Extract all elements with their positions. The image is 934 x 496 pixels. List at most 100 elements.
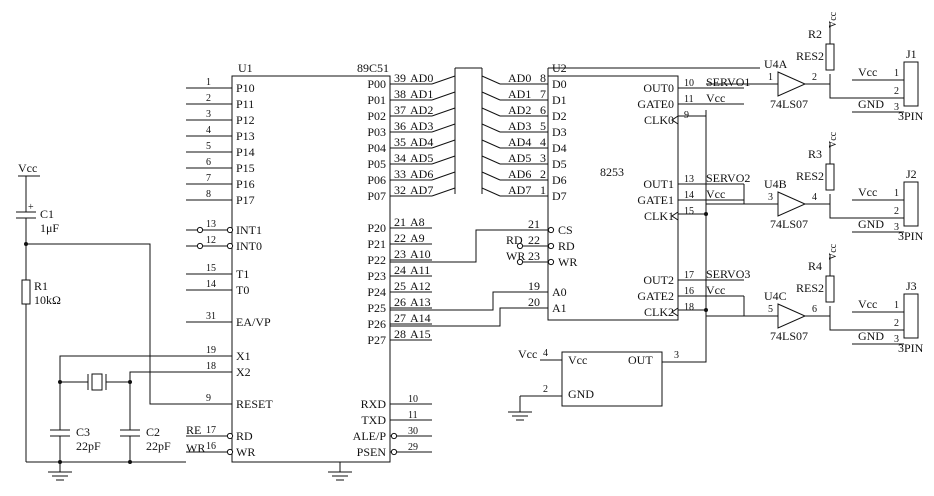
u1-pin-number: 39 <box>394 71 406 85</box>
u1-pin-number: 34 <box>394 151 406 165</box>
buffer-part: 74LS07 <box>770 329 808 343</box>
buffer-in-pin: 3 <box>768 192 773 203</box>
buffer-ref: U4C <box>764 289 787 303</box>
u1-pin-name: P12 <box>236 113 255 127</box>
u1-pin-name: P21 <box>367 237 386 251</box>
u2-pin-name: WR <box>558 255 577 269</box>
connector-pin-1: 1 <box>894 300 899 311</box>
connector <box>903 293 919 339</box>
u1-pin-number: 12 <box>206 235 216 246</box>
u2-pin-number: 19 <box>528 279 540 293</box>
u1-pin-name: P25 <box>367 301 386 315</box>
u1-pin-name: P14 <box>236 145 255 159</box>
u2-pin-number: 17 <box>684 270 694 281</box>
u1-pin-name: P15 <box>236 161 255 175</box>
u1-pin-number: 13 <box>206 219 216 230</box>
connector <box>903 181 919 227</box>
u2-pin-net: AD3 <box>508 119 531 133</box>
u1-pin-name: T0 <box>236 283 249 297</box>
u1-pin-number: 22 <box>394 231 406 245</box>
u2-pin-number: 7 <box>540 87 546 101</box>
u2-pin-name: GATE1 <box>637 193 674 207</box>
u2-pin-number: 6 <box>540 103 546 117</box>
resistor-ref: R3 <box>808 147 822 161</box>
u1-ref: U1 <box>238 61 253 75</box>
osc-vcc-pin: 4 <box>543 348 548 359</box>
u1-pin-name: RD <box>236 429 253 443</box>
u1-pin-number: 19 <box>206 345 216 356</box>
u2-pin-number: 5 <box>540 119 546 133</box>
c3-value: 22pF <box>76 439 101 453</box>
u1-pin-name: P22 <box>367 253 386 267</box>
u2-pin-number: 2 <box>540 167 546 181</box>
u1-pin-number: 35 <box>394 135 406 149</box>
connector-pin-2: 2 <box>894 318 899 329</box>
u1-pin-number: 10 <box>408 394 418 405</box>
c3-ref: C3 <box>76 425 90 439</box>
u2-pin-name: D3 <box>552 125 567 139</box>
u2-pin-name: CLK0 <box>644 113 674 127</box>
u1-pin-name: P17 <box>236 193 255 207</box>
osc-gnd-pin: 2 <box>543 384 548 395</box>
u2-pin-net: Vcc <box>706 283 725 297</box>
connector-pin-1: 1 <box>894 68 899 79</box>
u2-ref: U2 <box>552 61 567 75</box>
connector-gnd-net: GND <box>858 217 884 231</box>
resistor-vcc: Vcc <box>828 11 839 28</box>
u1-pin-name: P10 <box>236 81 255 95</box>
u1-pin-name: P20 <box>367 221 386 235</box>
u2-pin-a0: A0 19 <box>528 279 567 299</box>
u2-pin-name: OUT1 <box>643 177 674 191</box>
u1-pin-name: P02 <box>367 109 386 123</box>
u1-pin-number: 2 <box>206 93 211 104</box>
buffer-in-pin: 1 <box>768 72 773 83</box>
u1-pin-number: 31 <box>206 311 216 322</box>
u1-pin-name: P00 <box>367 77 386 91</box>
resistor-vcc: Vcc <box>828 131 839 148</box>
u2-pin-name: A1 <box>552 301 567 315</box>
u2-pin-net: AD1 <box>508 87 531 101</box>
u1-pin-name: P27 <box>367 333 386 347</box>
u1-pin-name: RXD <box>361 397 387 411</box>
u1-pin-number: 32 <box>394 183 406 197</box>
u1-pin-number: 5 <box>206 141 211 152</box>
u2-pin-name: A0 <box>552 285 567 299</box>
connector-type: 3PIN <box>898 229 924 243</box>
u1-pin-number: 37 <box>394 103 406 117</box>
u1-pin-number: 28 <box>394 327 406 341</box>
u1-pin-name: WR <box>236 445 255 459</box>
u1-pin-number: 21 <box>394 215 406 229</box>
u2-pin-net: AD4 <box>508 135 531 149</box>
reset-circuit: Vcc + C1 1μF R1 10kΩ <box>16 161 186 462</box>
u2-pin-name: GATE0 <box>637 97 674 111</box>
u2-pin-number: 1 <box>540 183 546 197</box>
connector-type: 3PIN <box>898 341 924 355</box>
u1-part: 89C51 <box>357 61 389 75</box>
c2-value: 22pF <box>146 439 171 453</box>
